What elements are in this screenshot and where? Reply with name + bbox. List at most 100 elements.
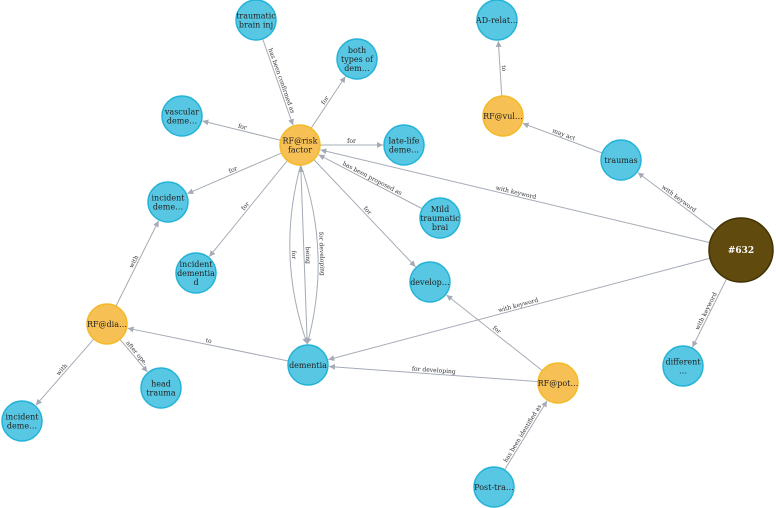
node-circle[interactable] bbox=[537, 362, 579, 404]
node-circle[interactable] bbox=[235, 0, 277, 41]
node-circle[interactable] bbox=[383, 124, 425, 166]
edge-rf_risk-to-dementia[interactable]: for bbox=[289, 164, 309, 345]
edge-label: for bbox=[290, 250, 297, 259]
node-circle[interactable] bbox=[476, 0, 518, 41]
node-label: brain inj bbox=[239, 21, 273, 30]
node-doc-632[interactable]: #632 bbox=[708, 217, 774, 283]
node-traumas[interactable]: traumas bbox=[600, 139, 642, 181]
node-label: dementia bbox=[177, 269, 215, 278]
node-incident-mid[interactable]: incidentdeme… bbox=[147, 181, 189, 223]
edge-rf_pot-to-develop[interactable]: for bbox=[446, 294, 543, 372]
edge-line[interactable] bbox=[495, 40, 503, 97]
node-circle[interactable] bbox=[336, 38, 378, 80]
node-circle[interactable] bbox=[600, 139, 642, 181]
edge-rf_dia-to-head_trauma[interactable]: after ope. bbox=[119, 338, 149, 373]
node-circle[interactable] bbox=[287, 344, 329, 386]
edge-tbi_top-to-rf_risk[interactable]: has been confirmed as bbox=[262, 38, 296, 126]
edge-rf_dia-to-incident_bottom[interactable]: with bbox=[35, 338, 95, 406]
node-circle[interactable] bbox=[473, 466, 515, 508]
edge-rf_risk-to-incident_dementia_d[interactable]: for bbox=[208, 160, 288, 258]
edge-dementia-to-rf_dia[interactable]: to bbox=[127, 326, 289, 362]
edge-line[interactable] bbox=[691, 278, 728, 348]
node-circle[interactable] bbox=[161, 95, 203, 137]
edge-line[interactable] bbox=[289, 164, 309, 345]
edge-rf_risk-to-develop[interactable]: for bbox=[313, 159, 416, 268]
node-circle[interactable] bbox=[175, 252, 217, 294]
edge-rf_risk-to-late_life[interactable]: for bbox=[320, 138, 383, 148]
node-label: deme… bbox=[389, 146, 419, 155]
edge-line[interactable] bbox=[320, 148, 710, 244]
edge-line[interactable] bbox=[297, 165, 308, 346]
node-label: deme… bbox=[7, 422, 37, 431]
node-label: trauma bbox=[146, 389, 176, 398]
edge-rf_risk-to-incident_mid[interactable]: for bbox=[187, 152, 282, 195]
node-label: #632 bbox=[728, 246, 754, 256]
edge-line[interactable] bbox=[313, 159, 416, 268]
node-circle[interactable] bbox=[419, 197, 461, 239]
edge-line[interactable] bbox=[35, 338, 95, 406]
edge-dementia-to-rf_risk[interactable]: being bbox=[297, 165, 312, 346]
node-circle[interactable] bbox=[409, 261, 451, 303]
edge-line[interactable] bbox=[208, 160, 288, 258]
edge-label: for bbox=[240, 201, 251, 212]
edge-line[interactable] bbox=[127, 326, 289, 362]
node-dementia[interactable]: dementia bbox=[287, 344, 329, 386]
node-different[interactable]: different… bbox=[662, 345, 704, 387]
edge-line[interactable] bbox=[318, 154, 423, 210]
edge-line[interactable] bbox=[328, 257, 711, 361]
node-develop[interactable]: develop… bbox=[409, 261, 451, 303]
edge-line[interactable] bbox=[310, 76, 346, 129]
node-vascular[interactable]: vasculardeme… bbox=[161, 95, 203, 137]
edge-line[interactable] bbox=[202, 119, 281, 141]
node-label: late-life bbox=[389, 137, 420, 146]
edge-rf_pot-to-dementia[interactable]: for developing bbox=[328, 363, 539, 383]
edge-traumas-to-rf_vul[interactable]: may act bbox=[522, 122, 603, 154]
edge-line[interactable] bbox=[115, 220, 160, 307]
edge-rf_vul-to-ad_relat[interactable]: to bbox=[495, 40, 507, 97]
node-incident-bottom[interactable]: incidentdeme… bbox=[1, 400, 43, 442]
edge-post_tra-to-rf_pot[interactable]: has been identified as bbox=[502, 400, 548, 471]
node-circle[interactable] bbox=[279, 124, 321, 166]
edge-rf_risk-to-both_types[interactable]: for bbox=[310, 76, 346, 129]
edge-line[interactable] bbox=[522, 122, 603, 154]
edge-label: may act bbox=[551, 127, 576, 142]
edge-label: for bbox=[347, 138, 356, 145]
edge-line[interactable] bbox=[328, 363, 539, 383]
edge-line[interactable] bbox=[637, 172, 716, 232]
edge-line[interactable] bbox=[119, 338, 148, 373]
node-circle[interactable] bbox=[1, 400, 43, 442]
edge-rf_dia-to-incident_mid[interactable]: with bbox=[115, 220, 160, 307]
node-rf-vul[interactable]: RF@vul… bbox=[482, 95, 524, 137]
node-post-tra[interactable]: Post-tra… bbox=[473, 466, 515, 508]
edge-line[interactable] bbox=[504, 400, 548, 471]
edge-doc_632-to-dementia[interactable]: with keyword bbox=[328, 257, 711, 361]
node-label: incident bbox=[180, 260, 214, 269]
node-circle[interactable] bbox=[662, 345, 704, 387]
node-circle[interactable] bbox=[147, 181, 189, 223]
edge-label: with keyword bbox=[660, 184, 697, 214]
edge-doc_632-to-different[interactable]: with keyword bbox=[691, 278, 728, 348]
node-circle[interactable] bbox=[86, 303, 128, 345]
node-rf-dia[interactable]: RF@dia… bbox=[86, 303, 128, 345]
node-late-life[interactable]: late-lifedeme… bbox=[383, 124, 425, 166]
edge-rf_risk-to-dementia[interactable]: for developing bbox=[300, 164, 326, 345]
edge-rf_risk-to-vascular[interactable]: for bbox=[202, 119, 281, 141]
edge-line[interactable] bbox=[187, 152, 282, 195]
node-circle[interactable] bbox=[708, 217, 774, 283]
edge-line[interactable] bbox=[262, 38, 294, 126]
node-circle[interactable] bbox=[482, 95, 524, 137]
node-rf-pot[interactable]: RF@pot… bbox=[537, 362, 579, 404]
edge-line[interactable] bbox=[446, 294, 543, 372]
node-circle[interactable] bbox=[140, 367, 182, 409]
node-ad-relat[interactable]: AD-relat… bbox=[475, 0, 518, 41]
edge-doc_632-to-traumas[interactable]: with keyword bbox=[637, 172, 716, 232]
edge-line[interactable] bbox=[300, 164, 319, 345]
node-label: dementia bbox=[289, 361, 327, 370]
